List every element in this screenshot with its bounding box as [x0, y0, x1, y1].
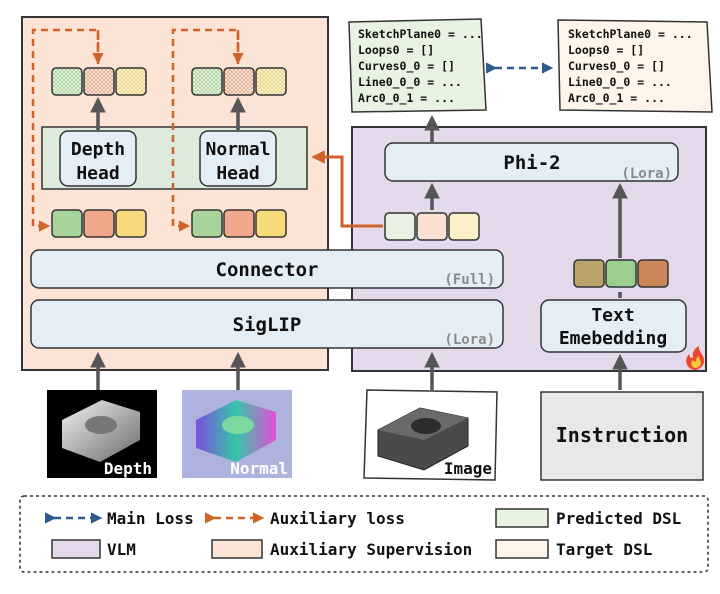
- depth-head-output-tokens: [51, 67, 147, 96]
- normal-input-image: Normal: [182, 390, 292, 478]
- target-dsl-line: Line0_0_0 = ...: [568, 75, 672, 90]
- phi2-tag: (Lora): [621, 166, 672, 182]
- siglip-block: SigLIP (Lora): [30, 299, 504, 349]
- normal-head-output-tokens: [191, 67, 287, 96]
- depth-head-label-line2: Head: [76, 163, 119, 184]
- text-embedding-label-line2: Emebedding: [559, 328, 667, 349]
- predicted-dsl-line: Arc0_0_1 = ...: [358, 91, 455, 106]
- normal-head-block: Normal Head: [199, 130, 277, 187]
- connector-block: Connector (Full): [30, 249, 504, 289]
- predicted-dsl-panel: SketchPlane0 = ... Loops0 = [] Curves0_0…: [348, 18, 487, 113]
- instruction-block: Instruction: [540, 391, 704, 481]
- text-embedding-label-line1: Text: [591, 305, 634, 326]
- normal-visual-tokens: [191, 209, 287, 238]
- normal-head-label-line1: Normal: [205, 139, 270, 160]
- predicted-dsl-line: Curves0_0 = []: [358, 59, 455, 74]
- legend: Main Loss Auxiliary loss Predicted DSL V…: [19, 495, 709, 573]
- depth-input-label: Depth: [104, 459, 152, 478]
- legend-aux-loss-label: Auxiliary loss: [270, 509, 405, 528]
- legend-vlm-swatch: [51, 539, 101, 559]
- image-visual-tokens: [384, 212, 480, 241]
- legend-main-loss-label: Main Loss: [107, 509, 194, 528]
- legend-target-dsl-swatch: [495, 539, 549, 559]
- connector-tag: (Full): [444, 272, 495, 288]
- text-embedding-block: Text Emebedding: [540, 299, 687, 353]
- flow-arrows: [90, 114, 628, 390]
- normal-input-label: Normal: [230, 459, 288, 478]
- predicted-dsl-line: Line0_0_0 = ...: [358, 75, 462, 90]
- legend-aux-supervision-swatch: [211, 539, 263, 559]
- phi2-block: Phi-2 (Lora): [384, 142, 679, 182]
- depth-head-block: Depth Head: [59, 130, 137, 187]
- target-dsl-panel: SketchPlane0 = ... Loops0 = [] Curves0_0…: [557, 19, 713, 113]
- depth-head-label-line1: Depth: [71, 139, 125, 160]
- target-dsl-line: Loops0 = []: [568, 43, 644, 57]
- feature-to-heads-arrow: [311, 150, 383, 228]
- legend-predicted-dsl-swatch: [495, 508, 549, 528]
- predicted-dsl-line: SketchPlane0 = ...: [358, 27, 483, 41]
- predicted-dsl-line: Loops0 = []: [358, 43, 434, 57]
- legend-target-dsl-label: Target DSL: [556, 540, 652, 559]
- target-dsl-line: Arc0_0_1 = ...: [568, 91, 665, 106]
- connector-label: Connector: [216, 259, 319, 281]
- siglip-tag: (Lora): [444, 332, 495, 348]
- depth-visual-tokens: [51, 209, 147, 238]
- target-dsl-line: SketchPlane0 = ...: [568, 27, 693, 41]
- instruction-label: Instruction: [556, 423, 688, 447]
- legend-predicted-dsl-label: Predicted DSL: [556, 509, 681, 528]
- image-input-label: Image: [444, 459, 492, 478]
- text-tokens: [573, 259, 669, 288]
- image-input-panel: Image: [363, 389, 498, 481]
- siglip-label: SigLIP: [233, 314, 302, 336]
- auxiliary-loss-arrows: [31, 28, 244, 232]
- target-dsl-line: Curves0_0 = []: [568, 59, 665, 74]
- normal-head-label-line2: Head: [216, 163, 259, 184]
- depth-input-image: Depth: [47, 390, 157, 478]
- fire-icon: [686, 346, 705, 370]
- legend-aux-supervision-label: Auxiliary Supervision: [270, 540, 472, 559]
- phi2-label: Phi-2: [503, 152, 560, 174]
- legend-vlm-label: VLM: [107, 540, 136, 559]
